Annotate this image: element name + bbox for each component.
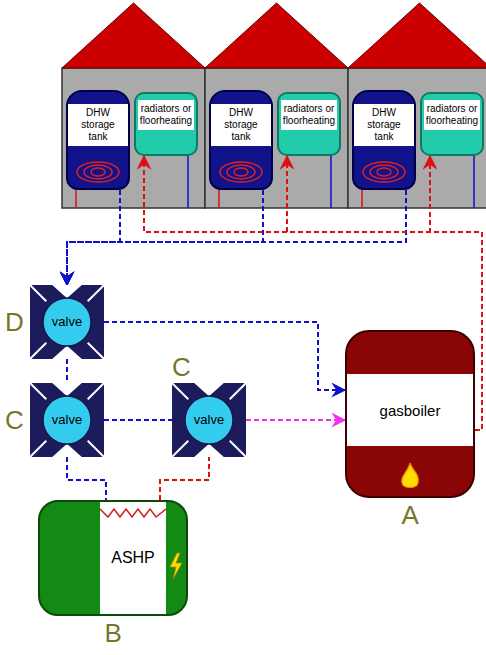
valve-symbol: valveC xyxy=(172,383,246,457)
callout-letter: B xyxy=(105,620,122,646)
pipe-connector xyxy=(66,359,68,383)
pipe-connector xyxy=(246,419,345,421)
radiator-box: radiators or floorheating xyxy=(420,92,484,156)
coil-turn xyxy=(370,165,398,179)
valve-notch xyxy=(52,383,82,396)
lightning-icon xyxy=(168,552,184,580)
node-label: DHW storage tank xyxy=(211,104,271,146)
pipe-stub xyxy=(330,154,332,208)
node-label: valve xyxy=(194,413,224,427)
radiator-box: radiators or floorheating xyxy=(277,92,341,156)
valve-notch xyxy=(52,285,82,298)
node-label: valve xyxy=(52,413,82,427)
callout-letter: D xyxy=(5,309,24,335)
valve-notch xyxy=(30,343,46,359)
valve-notch xyxy=(230,383,246,399)
callout-letter: C xyxy=(5,407,24,433)
valve-notch xyxy=(172,383,188,399)
house-roof xyxy=(62,3,205,68)
house-wall xyxy=(348,68,486,208)
valve-notch xyxy=(194,383,224,396)
house-wall xyxy=(62,68,205,208)
pipe-connector xyxy=(104,322,345,390)
valve-notch xyxy=(88,343,104,359)
valve-notch xyxy=(30,383,46,399)
coil-turn xyxy=(377,168,391,176)
pipe-connector xyxy=(67,190,263,285)
valve-notch xyxy=(88,383,104,399)
callout-letter: A xyxy=(402,502,419,528)
storage-tank: DHW storage tank xyxy=(209,90,273,190)
valve-notch xyxy=(30,441,46,457)
valve-notch xyxy=(172,441,188,457)
valve-notch xyxy=(52,444,82,457)
valve-notch xyxy=(52,346,82,359)
pipe-stub xyxy=(75,188,77,208)
flame-shape xyxy=(402,463,419,488)
house-roof xyxy=(205,3,348,68)
pipe-stub xyxy=(361,188,363,208)
zigzag-line xyxy=(100,509,166,517)
coil-turn xyxy=(234,168,248,176)
valve-disc xyxy=(185,396,233,444)
node-label: radiators or floorheating xyxy=(424,100,480,130)
callout-letter: C xyxy=(172,354,191,380)
pipe-connector xyxy=(160,457,209,500)
coil-turn xyxy=(91,168,105,176)
lightning-shape xyxy=(170,553,182,579)
pipe-stub xyxy=(187,154,189,208)
gas-boiler: gasboilerA xyxy=(345,330,475,498)
valve-square xyxy=(172,383,246,457)
valve-symbol: valveD xyxy=(30,285,104,359)
valve-notch xyxy=(88,285,104,301)
coil-turn xyxy=(363,162,405,182)
node-label: gasboiler xyxy=(347,374,473,446)
valve-notch xyxy=(88,441,104,457)
pipe-connector xyxy=(67,190,406,285)
valve-notch xyxy=(30,285,46,301)
coil-turn xyxy=(77,162,119,182)
house-wall xyxy=(205,68,348,208)
coil-turn xyxy=(227,165,255,179)
node-label: valve xyxy=(52,315,82,329)
heat-pump: ASHPB xyxy=(38,500,188,616)
storage-tank: DHW storage tank xyxy=(66,90,130,190)
node-label: ASHP xyxy=(100,502,166,614)
valve-square xyxy=(30,383,104,457)
pipe-stub xyxy=(218,188,220,208)
radiator-box: radiators or floorheating xyxy=(134,92,198,156)
valve-disc xyxy=(43,396,91,444)
valve-symbol: valveC xyxy=(30,383,104,457)
house-group xyxy=(62,3,486,208)
pipe-connector xyxy=(104,419,172,421)
tank-coil xyxy=(217,158,265,184)
node-label: radiators or floorheating xyxy=(138,100,194,130)
flame-icon xyxy=(398,462,422,490)
house-roof xyxy=(348,3,486,68)
storage-tank: DHW storage tank xyxy=(352,90,416,190)
tank-coil xyxy=(360,158,408,184)
valve-disc xyxy=(43,298,91,346)
coil-turn xyxy=(84,165,112,179)
pipe-stub xyxy=(473,154,475,208)
pipe-connector xyxy=(67,190,120,285)
coil-turn xyxy=(220,162,262,182)
node-label: DHW storage tank xyxy=(354,104,414,146)
pipe-connector xyxy=(67,457,106,500)
node-label: radiators or floorheating xyxy=(281,100,337,130)
valve-square xyxy=(30,285,104,359)
valve-notch xyxy=(230,441,246,457)
node-label: DHW storage tank xyxy=(68,104,128,146)
tank-coil xyxy=(74,158,122,184)
valve-notch xyxy=(194,444,224,457)
